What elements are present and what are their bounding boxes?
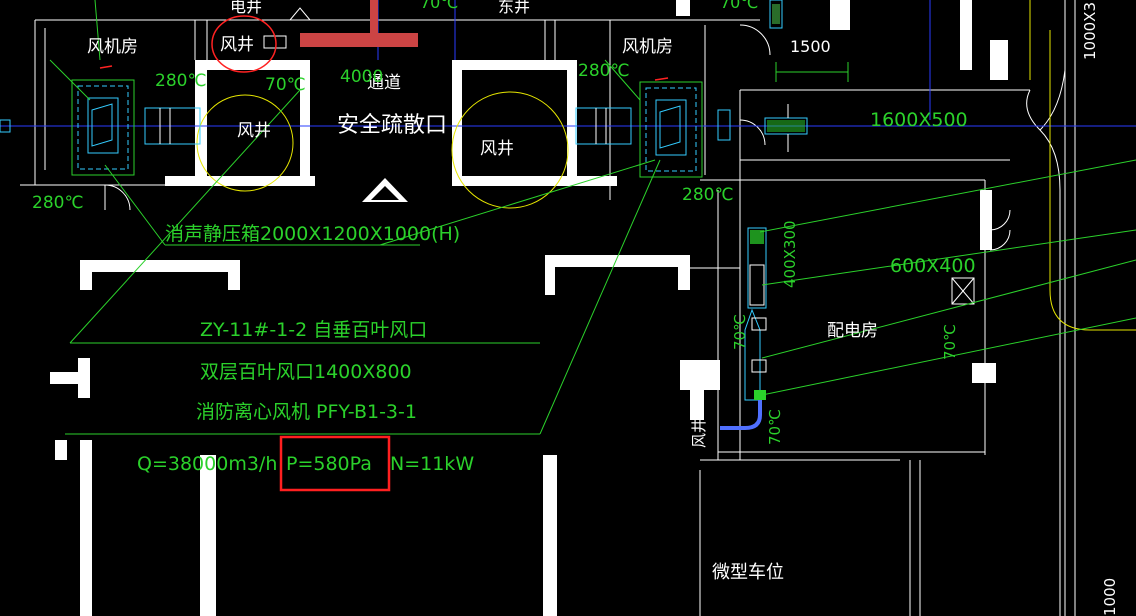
label-duct-1600: 1600X500 — [870, 109, 968, 131]
label-fan-room-right: 风机房 — [622, 37, 673, 57]
equipment — [0, 0, 975, 430]
label-exit: 安全疏散口 — [337, 113, 447, 138]
label-bottom-right-partial: 1000 — [1101, 578, 1119, 616]
label-temp-70-top-right: 70℃ — [720, 0, 758, 12]
label-flow: Q=38000m3/h — [137, 453, 277, 475]
label-pressure: P=580Pa — [286, 453, 372, 475]
label-duct-600: 600X400 — [890, 255, 976, 277]
label-silencer-box: 消声静压箱2000X1200X1000(H) — [165, 223, 460, 245]
label-duct-top-right: 1000X3 — [1081, 2, 1099, 60]
pressure-selection-box[interactable] — [279, 435, 391, 492]
label-dian-jing: 电井 — [230, 0, 262, 16]
walls — [50, 0, 1008, 616]
label-temp-70-v2: 70℃ — [766, 409, 784, 445]
label-micro-parking: 微型车位 — [712, 562, 784, 583]
label-temp-70-v1: 70℃ — [731, 314, 749, 350]
label-temp-70-a: 70℃ — [265, 75, 306, 95]
label-partial-top: 东井 — [498, 0, 530, 16]
room-labels: 电井 风井 风机房 风机房 风井 风井 通道 安全疏散口 东井 1500 配电房… — [87, 0, 1119, 616]
label-temp-70-v3: 70℃ — [941, 324, 959, 360]
label-louver-id: ZY-11#-1-2 自垂百叶风口 — [200, 319, 427, 341]
label-wind-well-vertical: 风井 — [690, 418, 708, 448]
label-temp-280-a: 280℃ — [155, 71, 207, 91]
label-power: N=11kW — [390, 453, 474, 475]
building-lines — [20, 0, 1076, 616]
label-corridor: 通道 — [367, 73, 401, 93]
label-wind-well-2: 风井 — [237, 121, 271, 141]
label-dim-4000: 4000 — [340, 67, 383, 87]
label-dim-1500: 1500 — [790, 37, 831, 56]
wind-well-mark-circle — [211, 15, 277, 73]
leader-lines — [49, 0, 1136, 435]
label-temp-280-c: 280℃ — [32, 193, 84, 213]
label-temp-70-top: 70℃ — [420, 0, 458, 12]
annotation-labels: 280℃ 70℃ 4000 280℃ 280℃ 280℃ 70℃ 70℃ 160… — [32, 0, 976, 475]
label-wind-well-1: 风井 — [220, 35, 254, 55]
label-duct-400: 400X300 — [781, 220, 799, 288]
label-double-louver: 双层百叶风口1400X800 — [200, 361, 412, 383]
label-fan-room-left: 风机房 — [87, 37, 138, 57]
wind-well-circles — [196, 0, 1136, 331]
label-temp-280-d: 280℃ — [682, 185, 734, 205]
label-temp-280-b: 280℃ — [578, 61, 630, 81]
label-power-room: 配电房 — [827, 321, 878, 341]
label-fan-model: 消防离心风机 PFY-B1-3-1 — [196, 401, 417, 423]
label-wind-well-3: 风井 — [480, 139, 514, 159]
